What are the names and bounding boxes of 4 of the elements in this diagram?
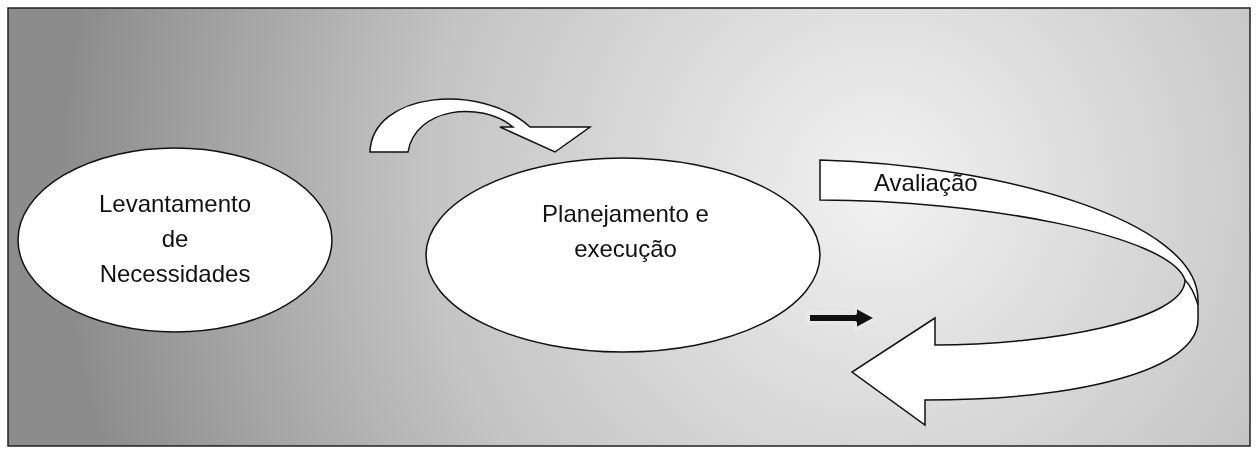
ellipse-label: Levantamento de Necessidades	[97, 189, 253, 289]
curved-block-arrow	[369, 98, 591, 153]
ellipse-label: Planejamento e execução	[541, 199, 710, 264]
band-label: Avaliação	[874, 168, 979, 198]
